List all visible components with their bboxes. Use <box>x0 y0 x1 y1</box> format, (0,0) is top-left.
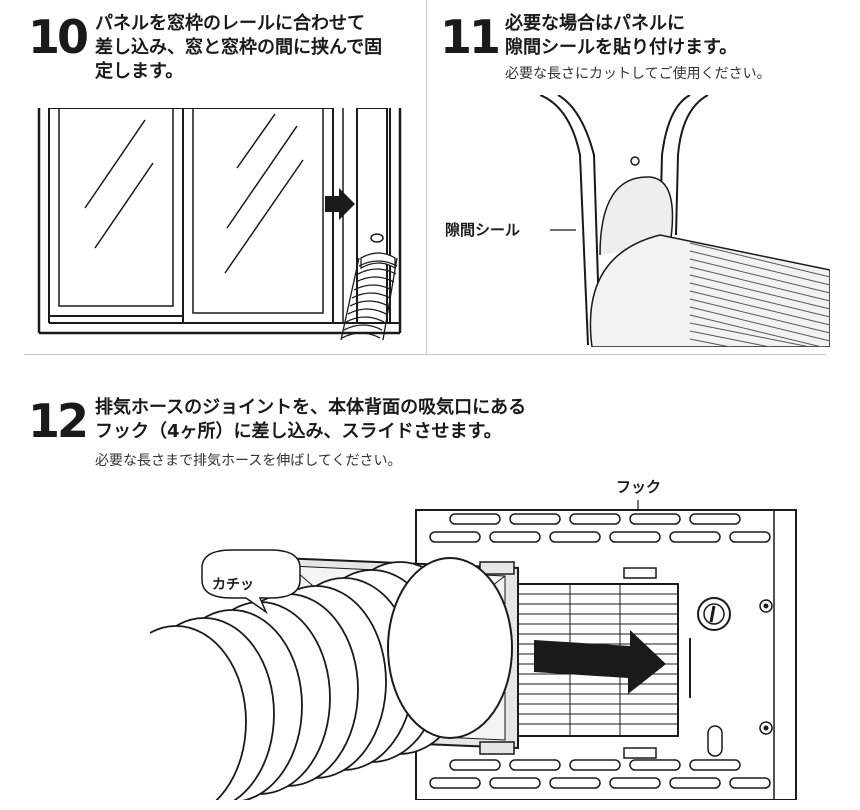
step-10-illustration-window <box>37 108 402 341</box>
divider-vertical <box>426 0 427 355</box>
step-11-instruction-line1: 必要な場合はパネルに <box>505 13 685 34</box>
step-11-note: 必要な長さにカットしてご使用ください。 <box>505 66 771 82</box>
click-sound-bubble: カチッ <box>212 577 254 593</box>
seal-callout-label: 隙間シール <box>445 221 521 239</box>
arrow-right-icon <box>325 188 355 220</box>
step-11-instruction-line2: 隙間シールを貼り付けます。 <box>505 37 738 58</box>
step-12-instruction-line1: 排気ホースのジョイントを、本体背面の吸気口にある <box>95 397 527 418</box>
step-11-illustration-seal <box>540 95 830 347</box>
divider-horizontal <box>24 354 826 355</box>
step-12-instruction-line2: フック（4ヶ所）に差し込み、スライドさせます。 <box>95 421 502 442</box>
step-10-instruction-line3: 定します。 <box>95 61 184 82</box>
step-12-note: 必要な長さまで排気ホースを伸ばしてください。 <box>95 453 402 469</box>
step-10-instruction-line2: 差し込み、窓と窓枠の間に挟んで固 <box>95 37 383 58</box>
step-12-illustration-hose-joint <box>150 500 797 800</box>
step-10-number: 10 <box>28 10 89 64</box>
step-10-instruction-line1: パネルを窓枠のレールに合わせて <box>95 13 365 34</box>
step-12-number: 12 <box>28 394 89 448</box>
hook-callout-label: フック <box>616 478 662 496</box>
hook-icon <box>623 567 657 579</box>
arrow-right-icon <box>534 630 666 694</box>
step-11-number: 11 <box>440 10 501 64</box>
